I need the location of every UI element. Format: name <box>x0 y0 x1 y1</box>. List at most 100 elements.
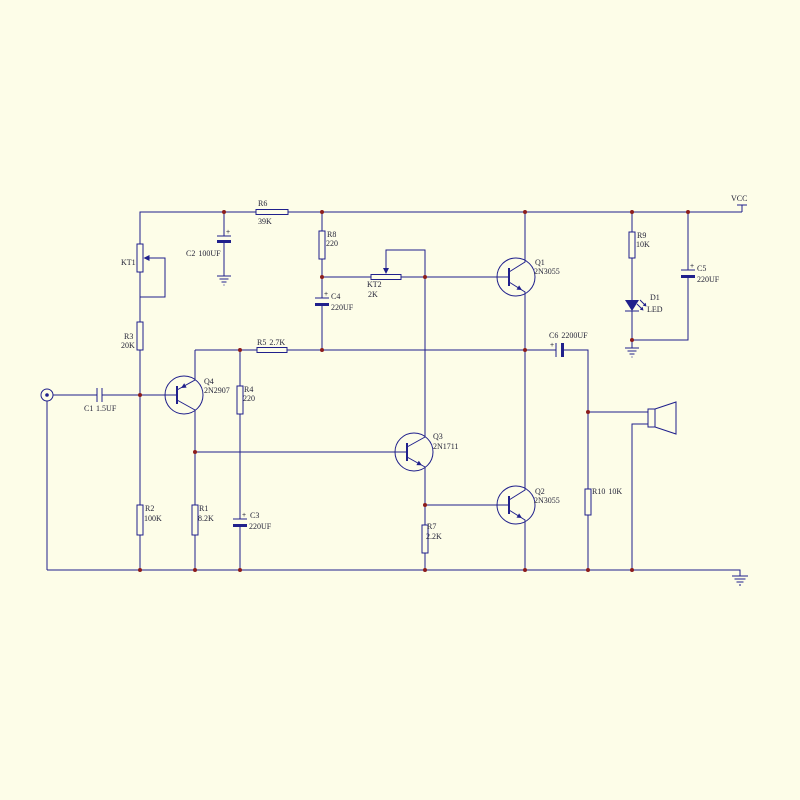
transistor-q1: Q1 2N3055 <box>496 257 560 297</box>
q4-value: 2N2907 <box>204 386 230 395</box>
junction-dot <box>193 450 197 454</box>
wire-q4-lower-lead <box>176 399 196 505</box>
junction-dot <box>320 348 324 352</box>
junction-dot <box>193 568 197 572</box>
r10-body <box>584 488 592 516</box>
speaker-cone <box>654 401 677 435</box>
potentiometer-kt2: KT2 2K <box>367 268 402 299</box>
c3-plate-negative <box>233 524 247 527</box>
r3-value: 20K <box>121 341 135 350</box>
r2-value: 100K <box>144 514 162 523</box>
kt2-ref: KT2 <box>367 280 382 289</box>
c4-value: 220UF <box>331 303 354 312</box>
q3-emitter-arrow <box>416 460 422 466</box>
r3-body <box>136 321 144 351</box>
transistor-q3: Q3 2N1711 <box>394 432 458 472</box>
d1-light-arrows <box>636 299 646 310</box>
junction-dot <box>423 275 427 279</box>
d1-triangle <box>625 300 639 311</box>
r2-body <box>136 504 144 536</box>
r1-value: 8.2K <box>198 514 214 523</box>
c3-value: 220UF <box>249 522 272 531</box>
junction-dot <box>630 210 634 214</box>
led-d1: D1 LED <box>625 293 663 314</box>
q1-ref: Q1 <box>535 258 545 267</box>
kt2-wiper-arrow <box>383 268 389 274</box>
r5-value: 2.7K <box>269 338 285 347</box>
ground-symbol-led <box>625 347 639 358</box>
resistor-r3: R3 20K <box>121 321 144 351</box>
potentiometer-kt1: KT1 <box>121 243 150 273</box>
c6-value: 2200UF <box>561 331 588 340</box>
r8-body <box>318 230 326 260</box>
d1-value: LED <box>647 305 663 314</box>
q4-emitter-arrow <box>181 383 187 388</box>
c1-plates <box>96 388 103 402</box>
ground-symbol-c2 <box>217 275 231 286</box>
wire-q3-emitter <box>406 456 426 525</box>
c6-polarity-mark: + <box>550 342 554 349</box>
wire-vcc-rail <box>139 211 742 244</box>
speaker-icon <box>647 401 677 435</box>
c5-ref: C5 <box>697 264 706 273</box>
junction-dot <box>686 210 690 214</box>
resistor-r4: R4 220 <box>236 385 255 415</box>
input-jack-ring <box>40 388 54 402</box>
c3-ref: C3 <box>250 511 259 520</box>
junction-dot <box>586 410 590 414</box>
c6-ref: C6 <box>549 331 558 340</box>
wire-q1-collector <box>508 212 526 273</box>
wire-speaker-negative <box>631 423 648 570</box>
r6-value: 39K <box>258 217 272 226</box>
c4-plate-negative <box>315 303 329 306</box>
junction-dot <box>138 568 142 572</box>
r9-value: 10K <box>636 240 650 249</box>
junction-dot <box>423 503 427 507</box>
junction-dot <box>586 568 590 572</box>
resistor-r7: R7 2.2K <box>421 522 442 554</box>
vcc-terminal: VCC <box>731 194 747 212</box>
d1-arrow-head-1 <box>639 306 644 311</box>
c2-ref: C2 <box>186 249 195 258</box>
junction-dot <box>222 210 226 214</box>
capacitor-c3: + C3 220UF <box>233 511 272 531</box>
r10-ref: R10 <box>592 487 605 496</box>
c5-value: 220UF <box>697 275 720 284</box>
wire-c6-to-r10 <box>564 349 589 489</box>
kt1-ref: KT1 <box>121 258 136 267</box>
junction-dot <box>523 210 527 214</box>
d1-arrow-head-2 <box>642 302 647 307</box>
r10-value: 10K <box>608 487 622 496</box>
capacitor-c4: + C4 220UF <box>315 291 354 312</box>
q2-body <box>496 485 536 525</box>
q1-body <box>496 257 536 297</box>
r4-value: 220 <box>243 394 255 403</box>
ground-symbol-main <box>732 575 748 586</box>
wire-kt2-wiper <box>385 249 426 448</box>
junction-dot <box>320 210 324 214</box>
r6-body <box>255 209 289 215</box>
c2-plate-negative <box>217 240 231 243</box>
input-jack-pin <box>45 393 49 397</box>
resistor-r6: R6 39K <box>255 199 289 226</box>
q2-ref: Q2 <box>535 487 545 496</box>
c5-polarity-mark: + <box>690 263 694 270</box>
kt1-wiper-arrow <box>143 255 150 261</box>
q3-ref: Q3 <box>433 432 443 441</box>
resistor-r8: R8 220 <box>318 230 338 260</box>
junction-dot <box>138 393 142 397</box>
junction-dot <box>238 568 242 572</box>
vcc-label: VCC <box>731 194 747 203</box>
resistor-r2: R2 100K <box>136 504 162 536</box>
resistor-r1: R1 8.2K <box>191 504 214 536</box>
d1-ref: D1 <box>650 293 660 302</box>
